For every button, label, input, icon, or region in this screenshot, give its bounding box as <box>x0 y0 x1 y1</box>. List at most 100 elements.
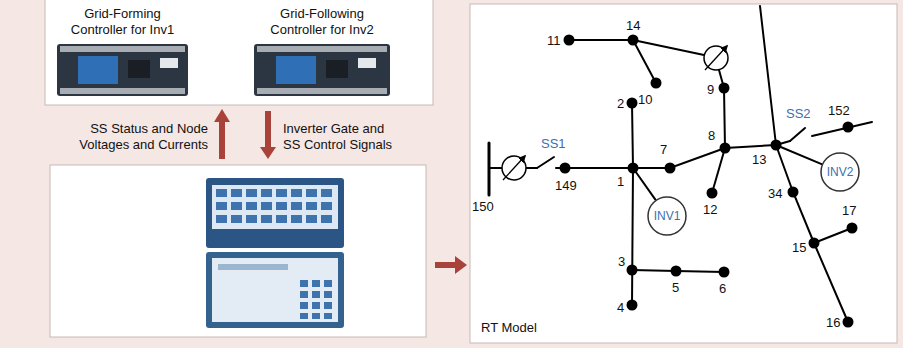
bus-dot <box>771 140 782 151</box>
bus-dot <box>707 188 718 199</box>
bus-dot <box>564 35 575 46</box>
bus-number: 13 <box>752 152 766 167</box>
io-slot <box>216 202 227 210</box>
bus-number-box: 8 <box>708 128 715 143</box>
network-line <box>814 228 852 243</box>
key <box>312 313 320 319</box>
controller-heading: Grid-Forming Controller for Inv1 <box>55 6 190 38</box>
network-line <box>569 39 633 41</box>
regulator-arrow <box>503 156 525 180</box>
network-line <box>724 88 725 148</box>
bus-number-box: 10 <box>638 92 652 107</box>
bus-number: 16 <box>826 315 840 330</box>
bus-number: 15 <box>792 240 806 255</box>
bus-dot <box>843 317 854 328</box>
bus-number-box: 3 <box>618 254 625 269</box>
bus-dot <box>843 122 854 133</box>
inverter-label: INV2 <box>827 165 854 179</box>
bus-number-box: 16 <box>826 315 840 330</box>
bus-dot <box>627 98 638 109</box>
key <box>312 280 320 287</box>
io-slot <box>231 215 242 223</box>
model-panel <box>470 4 897 343</box>
pin-header <box>60 46 185 52</box>
pin-header <box>257 46 387 52</box>
io-slot <box>306 202 317 210</box>
key <box>300 291 308 298</box>
network-line <box>633 148 725 168</box>
connector <box>358 58 376 68</box>
io-slot <box>276 202 287 210</box>
regulator-symbol <box>502 156 526 180</box>
bus-dot <box>628 35 639 46</box>
panel-title-box: RT Model <box>481 320 537 335</box>
network-line <box>633 168 655 200</box>
switch-label: SS2 <box>786 106 811 121</box>
bus-dot <box>628 163 639 174</box>
controller-board: Grid-Forming Controller for Inv1 <box>55 4 190 100</box>
key <box>312 291 320 298</box>
io-slot <box>306 215 317 223</box>
io-slot <box>291 189 302 197</box>
bus-number: 17 <box>842 203 856 218</box>
bus-number-box: 14 <box>626 18 640 33</box>
inverter-circle <box>648 197 686 235</box>
io-slot <box>261 202 272 210</box>
io-slot <box>276 215 287 223</box>
io-slot <box>246 202 257 210</box>
bus-number-box: 4 <box>617 300 624 315</box>
bus-number: 4 <box>617 300 624 315</box>
io-slot <box>291 215 302 223</box>
inverter-circle <box>821 153 859 191</box>
io-slot <box>246 215 257 223</box>
controller-panel <box>45 0 433 105</box>
bus-number-box: 152 <box>828 103 850 118</box>
controller-board <box>57 44 188 96</box>
network-line <box>633 40 704 55</box>
io-slot <box>321 189 332 197</box>
key <box>324 280 332 287</box>
control-card <box>276 56 316 84</box>
signal-label: SS Status and Node Voltages and Currents <box>58 121 208 153</box>
simulator-chassis <box>206 178 344 248</box>
io-slot <box>321 215 332 223</box>
bus-dot <box>788 187 799 198</box>
io-slot <box>216 189 227 197</box>
bus-number-box: 17 <box>842 203 856 218</box>
controller-board <box>254 44 390 96</box>
bus-number: 149 <box>555 178 577 193</box>
bus-dot <box>627 300 638 311</box>
network-line <box>812 122 872 136</box>
network-line <box>632 168 633 305</box>
io-slot <box>306 189 317 197</box>
key <box>324 302 332 309</box>
switch-blade <box>790 128 805 141</box>
bus-number: 1 <box>617 174 624 189</box>
down-arrow <box>260 147 276 159</box>
bus-dot <box>560 163 571 174</box>
network-line <box>760 6 776 145</box>
bus-number-box: 15 <box>792 240 806 255</box>
io-slot <box>261 189 272 197</box>
io-slot <box>321 202 332 210</box>
regulator-arrow <box>705 46 727 70</box>
bus-number-box: 7 <box>660 142 667 157</box>
bus-number-box: 150 <box>472 199 494 214</box>
right-arrow <box>435 262 456 268</box>
bus-number: 7 <box>660 142 667 157</box>
bus-number: 6 <box>719 281 726 296</box>
key <box>300 280 308 287</box>
bus-number: 11 <box>547 33 561 48</box>
controller-board: Grid-Following Controller for Inv2 <box>252 4 392 100</box>
network-line <box>712 148 725 193</box>
chip <box>326 60 348 78</box>
switch-label: SS1 <box>541 136 566 151</box>
io-slot <box>276 189 287 197</box>
control-card <box>78 56 118 84</box>
bus-number-box: 13 <box>752 152 766 167</box>
key <box>300 313 308 319</box>
bus-number-box: 5 <box>672 280 679 295</box>
bus-number: 10 <box>638 92 652 107</box>
